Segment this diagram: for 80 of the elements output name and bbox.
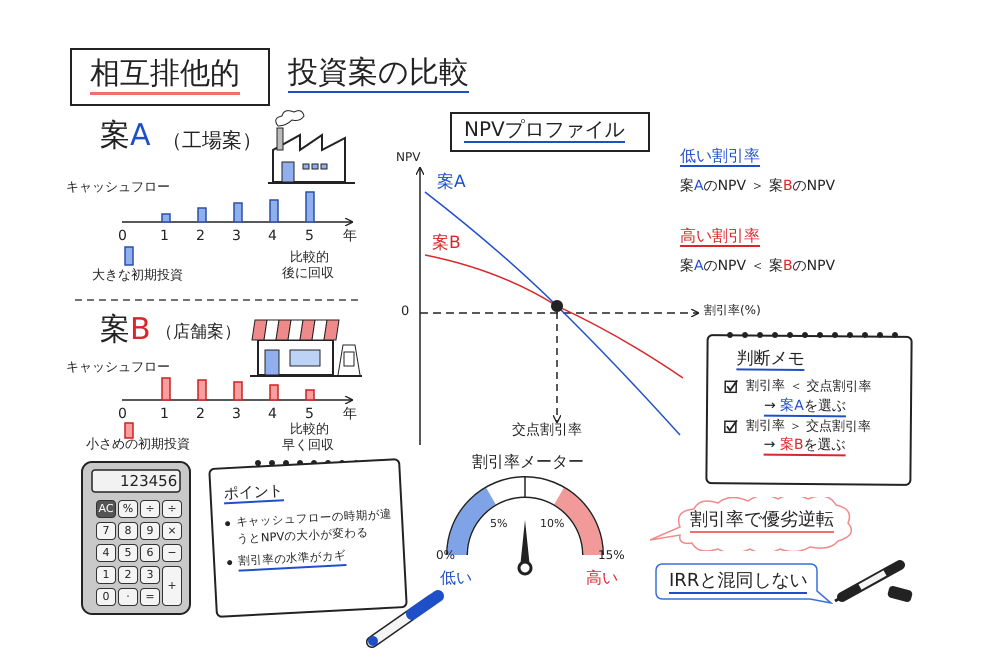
calculator-key: 4 bbox=[96, 544, 116, 562]
axis-label: 割引率(%) bbox=[704, 303, 761, 318]
memo-card bbox=[705, 334, 913, 486]
title-text: 相互排他的 bbox=[90, 56, 240, 95]
heading-text: NPVプロファイル bbox=[464, 117, 625, 143]
axis-label: キャッシュフロー bbox=[66, 180, 170, 196]
cloud-text: 割引率で優劣逆転 bbox=[690, 509, 834, 533]
memo-heading: 判断メモ bbox=[736, 348, 805, 372]
plan-subheading: （店舗案） bbox=[156, 322, 241, 342]
speech-bubble bbox=[655, 563, 830, 605]
calculator-key: × bbox=[162, 522, 182, 540]
calculator-key: 0 bbox=[96, 588, 116, 606]
calculator-key: ÷ bbox=[162, 500, 182, 518]
tick-label: 3 bbox=[232, 406, 241, 423]
note-heading: 低い割引率 bbox=[680, 146, 760, 168]
calculator-key: 8 bbox=[118, 522, 138, 540]
note-text: 案AのNPV ＜ 案BのNPV bbox=[680, 258, 836, 275]
tick-label: 10% bbox=[540, 517, 564, 530]
calculator-key: 7 bbox=[96, 522, 116, 540]
dashed-arrow bbox=[552, 312, 562, 424]
axis-label: キャッシュフロー bbox=[66, 360, 170, 376]
tick-label: 3 bbox=[232, 228, 241, 245]
bubble-text: IRRと混同しない bbox=[669, 570, 808, 594]
calculator-key: + bbox=[162, 566, 182, 606]
tick-label: 0 bbox=[401, 304, 410, 320]
tick-label: 0% bbox=[436, 548, 456, 562]
calculator-key: = bbox=[140, 588, 160, 606]
calculator-key: 3 bbox=[140, 566, 160, 584]
tick-label: 0 bbox=[118, 228, 127, 245]
calculator-key: % bbox=[118, 500, 138, 518]
calculator-key: AC bbox=[96, 500, 116, 518]
note-text: 比較的早く回収 bbox=[282, 422, 335, 454]
calculator-key: 6 bbox=[140, 544, 160, 562]
gauge-end-label: 低い bbox=[440, 568, 472, 588]
tick-label: 15% bbox=[598, 548, 625, 562]
heading-box bbox=[450, 112, 650, 152]
tick-label: 0 bbox=[118, 406, 127, 423]
curve-label: 案B bbox=[432, 233, 461, 254]
tick-label: 1 bbox=[160, 228, 169, 245]
gauge-title: 割引率メーター bbox=[472, 452, 584, 472]
plan-heading: 案A bbox=[100, 118, 151, 154]
tick-label: 2 bbox=[196, 228, 205, 245]
axis-label: 年 bbox=[343, 406, 357, 423]
axis-label: NPV bbox=[396, 150, 420, 164]
notebook-heading: ポイント bbox=[223, 481, 284, 504]
plan-subheading: （工場案） bbox=[162, 128, 262, 152]
subtitle-text: 投資案の比較 bbox=[288, 55, 469, 93]
axis-label: 年 bbox=[343, 228, 357, 245]
bullet-text: 割引率の水準がカギ bbox=[238, 546, 346, 572]
calculator-key: − bbox=[162, 544, 182, 562]
calculator-key: 5 bbox=[118, 544, 138, 562]
memo-text: 割引率 ＜ 交点割引率 bbox=[746, 378, 872, 396]
tick-label: 4 bbox=[268, 228, 277, 245]
calculator-key: ÷ bbox=[140, 500, 160, 518]
calculator-key: 2 bbox=[118, 566, 138, 584]
curve-label: 案A bbox=[437, 172, 466, 192]
calculator-key: 1 bbox=[96, 566, 116, 584]
memo-text: → 案Bを選ぶ bbox=[764, 436, 846, 456]
calculator-display-text: 123456 bbox=[120, 472, 178, 490]
calculator-key: · bbox=[118, 588, 138, 606]
tick-label: 5 bbox=[305, 228, 314, 245]
memo-text: 割引率 ＞ 交点割引率 bbox=[746, 418, 872, 435]
intersection-dot bbox=[551, 300, 563, 312]
title-box bbox=[70, 48, 270, 106]
note-text: 案AのNPV ＞ 案BのNPV bbox=[680, 178, 836, 195]
tick-label: 5 bbox=[305, 406, 314, 422]
caption-text: 交点割引率 bbox=[512, 422, 583, 439]
note-text: 小さめの初期投資 bbox=[86, 437, 190, 453]
tick-label: 2 bbox=[196, 406, 205, 423]
tick-label: 5% bbox=[490, 517, 508, 530]
bullet-text: キャッシュフローの時期が違うとNPVの大小が変わる bbox=[236, 506, 394, 548]
plan-heading: 案B bbox=[100, 312, 151, 348]
memo-text: → 案Aを選ぶ bbox=[764, 398, 846, 418]
gauge-end-label: 高い bbox=[586, 568, 618, 588]
tick-label: 4 bbox=[268, 406, 277, 423]
note-heading: 高い割引率 bbox=[680, 226, 760, 248]
tick-label: 1 bbox=[160, 406, 169, 423]
note-text: 大きな初期投資 bbox=[92, 268, 183, 284]
calculator-key: 9 bbox=[140, 522, 160, 540]
note-text: 比較的後に回収 bbox=[282, 250, 335, 282]
